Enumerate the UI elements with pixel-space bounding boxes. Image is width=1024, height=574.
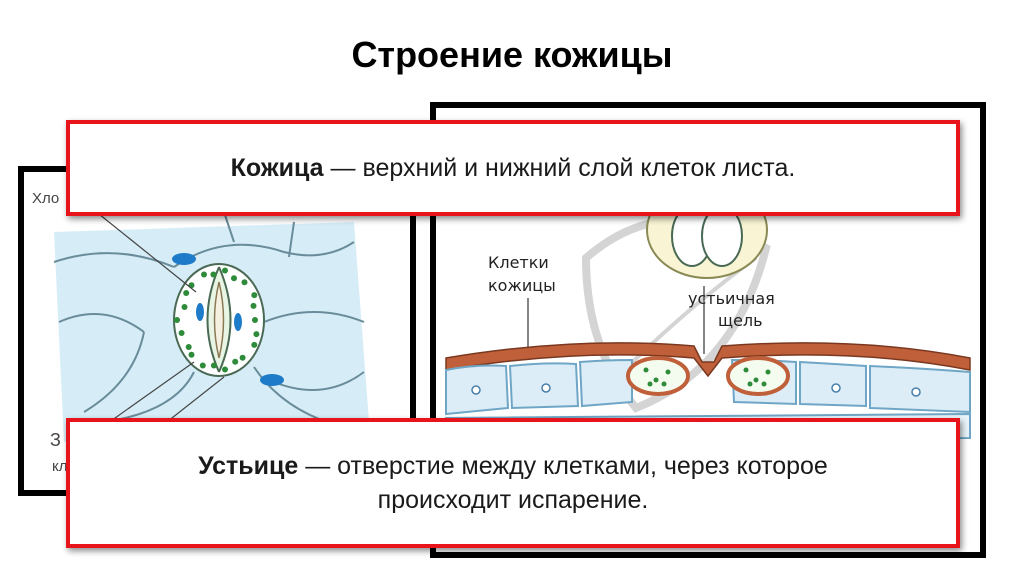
chloroplast-dot [201, 271, 207, 278]
chloroplast-dot [239, 354, 246, 361]
definition-callout-stoma: Устьице — отверстие между клетками, чере… [66, 418, 960, 548]
guard-cells [173, 263, 265, 377]
chloroplast-dot [174, 317, 180, 323]
chloroplast-dot [253, 331, 260, 338]
chloroplast-dot [231, 275, 237, 282]
label-stoma-line1: устьичная [688, 289, 775, 308]
chloroplasts [174, 267, 260, 373]
chloroplast-dot [178, 330, 185, 336]
chloroplast-dot [251, 292, 258, 299]
label-chlorophyll-partial: Хло [32, 190, 60, 207]
label-cells-line1: Клетки [488, 253, 549, 272]
chloroplast-dot [188, 351, 195, 358]
term-epidermis: Кожица [230, 154, 324, 182]
term-stoma: Устьице [198, 452, 299, 480]
definition-stoma-line1: — отверстие между клетками, через которо… [298, 452, 828, 480]
chloroplast-dot [232, 358, 239, 365]
chloroplast-dot [241, 279, 248, 286]
chloroplast-dot [251, 341, 258, 348]
definition-stoma: Устьице — отверстие между клетками, чере… [198, 449, 828, 517]
chloroplast-dot [222, 366, 228, 373]
chloroplast-dot [222, 267, 228, 274]
label-cells-line2: кожицы [488, 276, 556, 295]
chloroplast-dot [183, 290, 190, 296]
definition-epidermis: Кожица — верхний и нижний слой клеток ли… [231, 151, 796, 185]
definition-epidermis-text: — верхний и нижний слой клеток листа. [323, 154, 796, 182]
chloroplast-dot [250, 302, 257, 309]
label-stoma-line2: щель [718, 311, 763, 330]
chloroplast-dot [210, 362, 217, 369]
label-bottom-partial-1: З [50, 430, 61, 450]
definition-callout-epidermis: Кожица — верхний и нижний слой клеток ли… [66, 120, 960, 216]
chloroplast-dot [210, 271, 217, 278]
label-bottom-partial-2: кл [52, 458, 68, 475]
chloroplast-dot [252, 317, 258, 323]
chloroplast-dot [185, 344, 192, 350]
page-title: Строение кожицы [351, 34, 673, 75]
definition-stoma-line2: происходит испарение. [377, 486, 649, 514]
chloroplast-dot [199, 362, 206, 369]
chloroplast-dot [181, 304, 188, 310]
